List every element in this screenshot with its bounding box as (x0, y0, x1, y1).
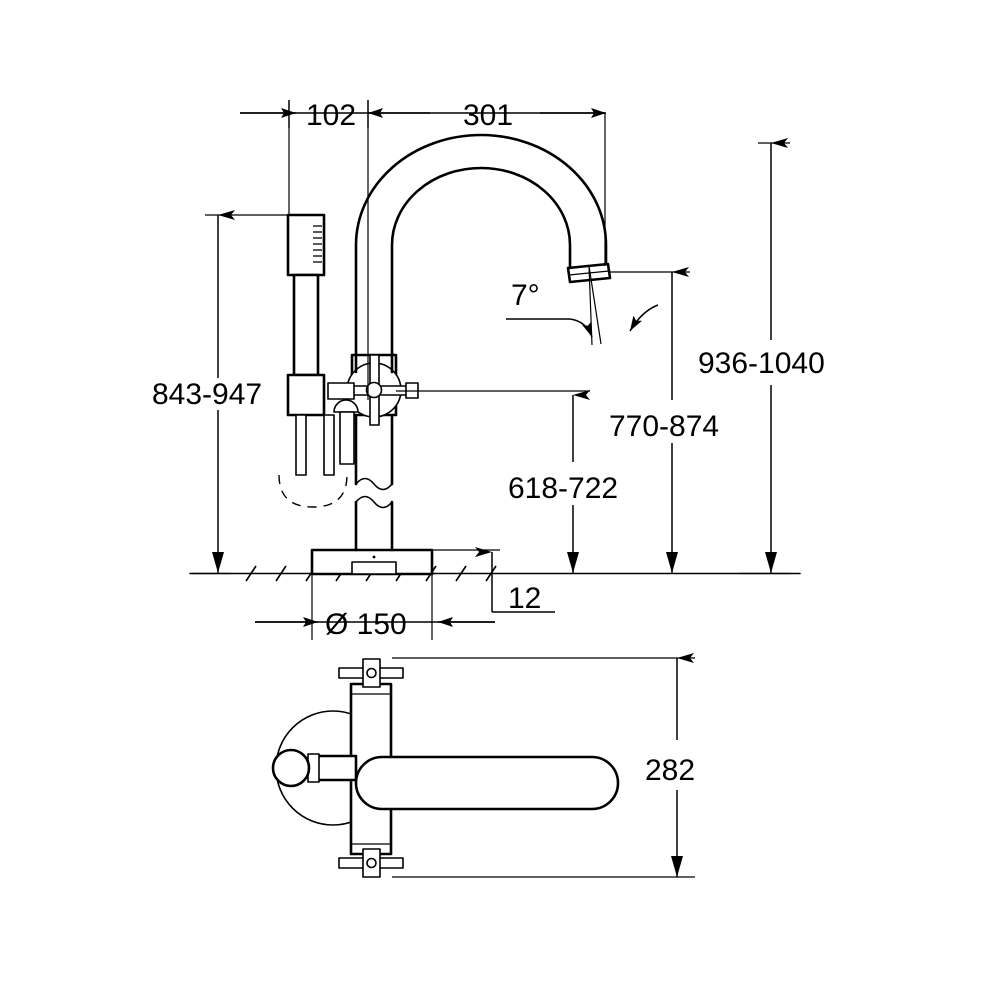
dim-label-770-874: 770-874 (609, 410, 719, 443)
spout-outer-curve (354, 133, 608, 374)
plan-diverter-knob (271, 748, 311, 788)
base-plate-collar (351, 561, 397, 575)
plan-view (271, 658, 620, 878)
handshower-holder (286, 373, 326, 417)
angle-callout: 7° (506, 279, 659, 338)
dim-label-102: 102 (306, 99, 356, 132)
dim-label-12: 12 (508, 582, 541, 615)
dim-label-936-1040: 936-1040 (698, 347, 825, 380)
plan-spout-body (354, 755, 620, 811)
dim-770-874-arrow-bottom (666, 552, 678, 573)
base-plate-center-mark (372, 555, 376, 559)
spout-axis-tilt (588, 265, 602, 345)
spout-inner-curve (390, 166, 572, 374)
dim-label-282: 282 (645, 754, 695, 787)
base-plate (310, 548, 434, 576)
break-line-lower (355, 495, 393, 509)
diverter (327, 382, 359, 465)
floor-line-group (189, 565, 801, 582)
handshower-handle (292, 273, 320, 377)
dim-282-arrow-bottom (671, 856, 683, 877)
angle-leader-arrow-left (569, 318, 593, 338)
diverter-stem (339, 411, 355, 465)
handshower-hose-loop (278, 474, 348, 508)
spout-assembly (354, 133, 612, 374)
dim-843-947-arrow-bottom (212, 552, 224, 573)
elevation-view (189, 133, 801, 582)
dim-label-618-722: 618-722 (508, 472, 618, 505)
dim-label-7deg: 7° (511, 279, 540, 312)
handle-center-boss (365, 381, 383, 399)
dim-label-301: 301 (463, 99, 513, 132)
dim-936-1040-arrow-bottom (765, 552, 777, 573)
plan-handle-boss-top (366, 667, 377, 679)
plan-diverter-stem (314, 754, 358, 782)
angle-leader-arrow-right (629, 304, 659, 332)
diverter-body (327, 382, 355, 400)
handshower-head-ribs (313, 225, 322, 263)
dim-618-722-arrow-bottom (567, 552, 579, 573)
dim-label-150: Ø 150 (325, 608, 407, 641)
break-line-upper (355, 477, 393, 491)
plan-cross-handle-bottom (338, 848, 404, 878)
plan-handle-boss-bottom (366, 857, 377, 869)
plan-dimensions: 282 (392, 653, 695, 878)
handshower-assembly (278, 213, 359, 508)
elevation-dimensions: 102 301 843-947 7° 936-1040 770-874 (152, 99, 825, 641)
diverter-knob (333, 399, 359, 413)
dim-label-843-947: 843-947 (152, 378, 262, 411)
handshower-head (286, 213, 326, 277)
plan-cross-handle-top (338, 658, 404, 688)
handshower-hose-left (295, 414, 307, 476)
handshower-hose-right (323, 414, 335, 476)
